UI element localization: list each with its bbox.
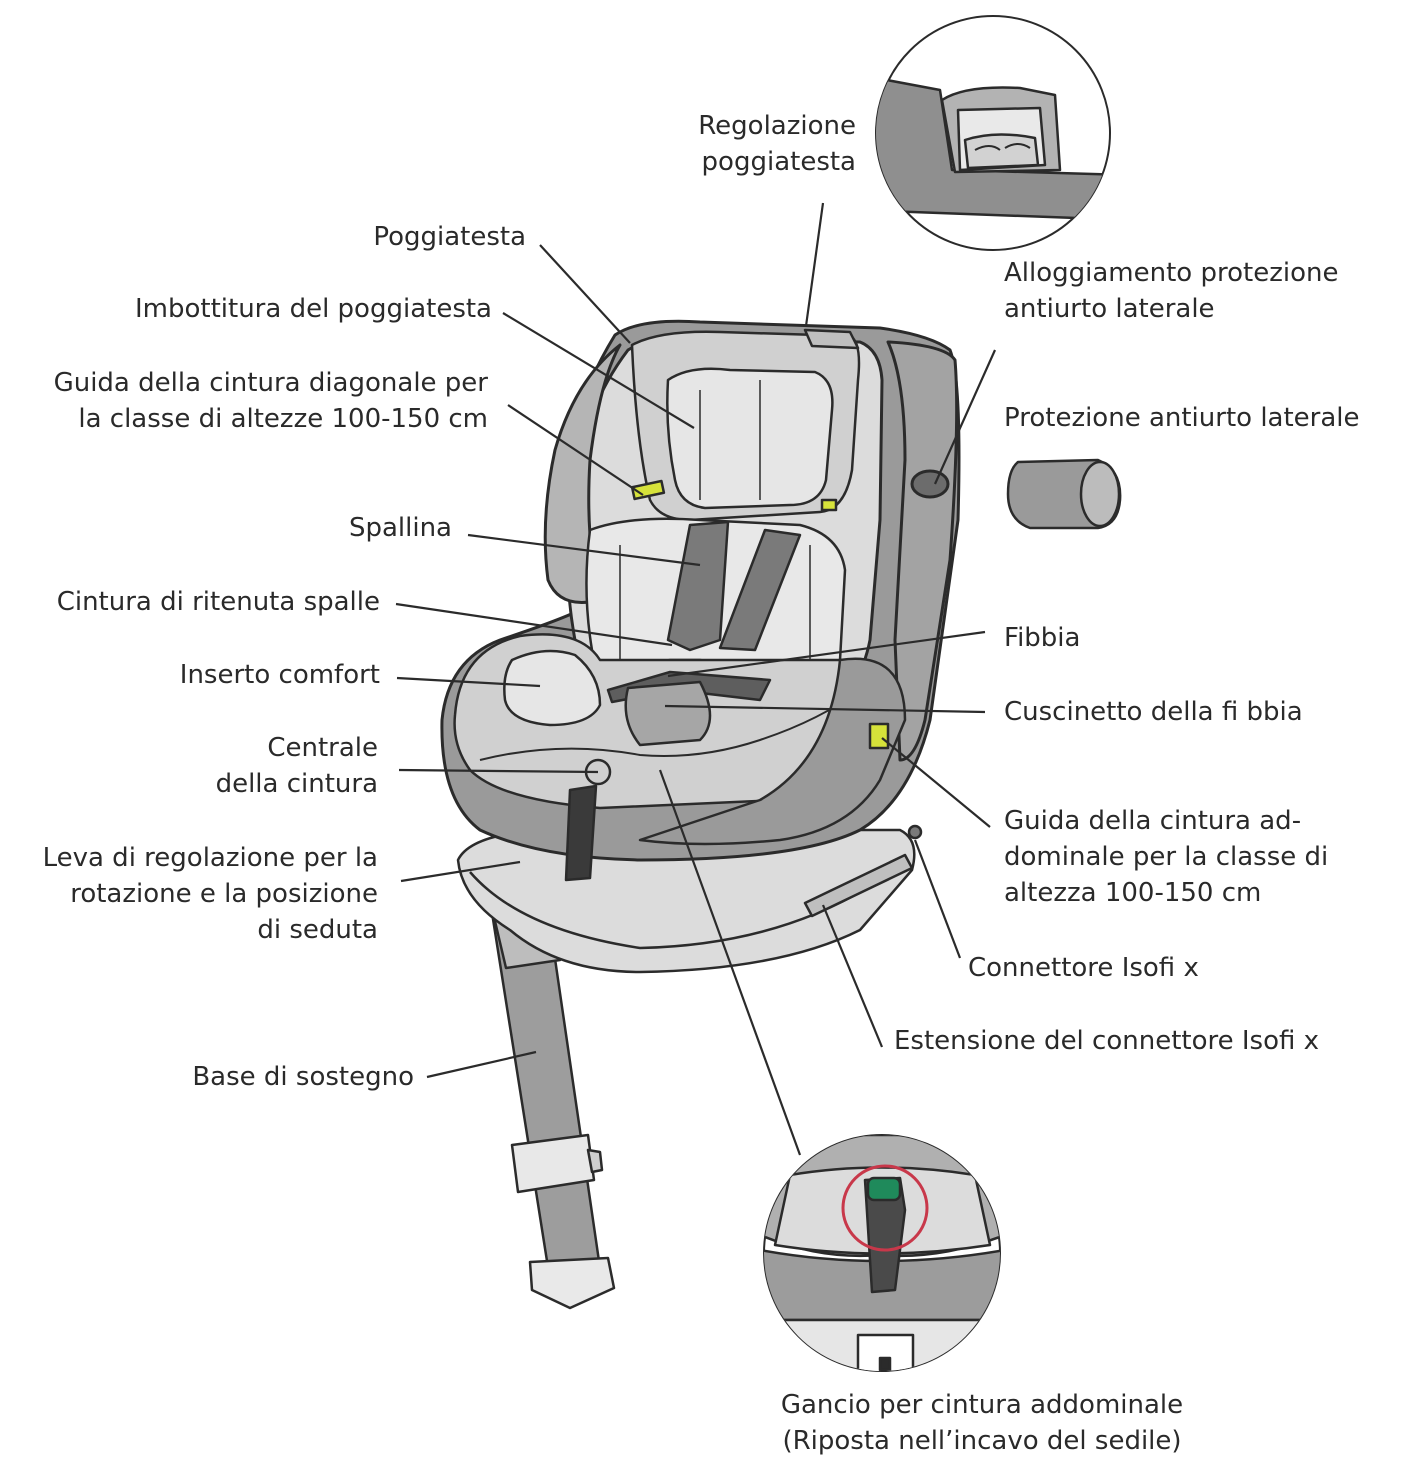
label-buckle-pad: Cuscinetto della fi bbia bbox=[1004, 694, 1384, 730]
label-line: Imbottitura del poggiatesta bbox=[134, 294, 492, 324]
label-support-base: Base di sostegno bbox=[120, 1059, 414, 1095]
label-side-impact-protector: Protezione antiurto laterale bbox=[1004, 400, 1400, 436]
label-line: Leva di regolazione per la bbox=[42, 843, 378, 873]
label-line: di seduta bbox=[257, 915, 378, 945]
label-line: Base di sostegno bbox=[192, 1062, 414, 1092]
label-line: Cintura di ritenuta spalle bbox=[56, 587, 380, 617]
label-line: Poggiatesta bbox=[373, 222, 526, 252]
label-line: dominale per la classe di bbox=[1004, 842, 1329, 872]
label-line: Alloggiamento protezione bbox=[1004, 258, 1339, 288]
lap-belt-hook-inset bbox=[763, 1134, 1001, 1372]
label-line: (Riposta nell’incavo del sedile) bbox=[782, 1426, 1182, 1456]
label-isofix-extension: Estensione del connettore Isofi x bbox=[894, 1023, 1374, 1059]
label-side-impact-housing: Alloggiamento protezione antiurto latera… bbox=[1004, 255, 1394, 327]
label-isofix-connector: Connettore Isofi x bbox=[968, 950, 1268, 986]
label-line: Cuscinetto della fi bbia bbox=[1004, 697, 1303, 727]
headrest-adjust-inset bbox=[875, 15, 1111, 251]
label-line: Protezione antiurto laterale bbox=[1004, 403, 1360, 433]
label-lap-belt-hook: Gancio per cintura addominale (Riposta n… bbox=[742, 1387, 1222, 1459]
headrest bbox=[630, 328, 861, 522]
label-line: Guida della cintura diagonale per bbox=[53, 368, 488, 398]
leader-lines bbox=[395, 202, 997, 1156]
label-line: altezza 100-150 cm bbox=[1004, 878, 1262, 908]
label-line: Inserto comfort bbox=[179, 660, 380, 690]
label-headrest-padding: Imbottitura del poggiatesta bbox=[60, 291, 492, 327]
label-line: Fibbia bbox=[1004, 623, 1081, 653]
label-shoulder-pad: Spallina bbox=[252, 510, 452, 546]
label-line: Estensione del connettore Isofi x bbox=[894, 1026, 1320, 1056]
label-line: Connettore Isofi x bbox=[968, 953, 1199, 983]
label-line: della cintura bbox=[215, 769, 378, 799]
label-buckle: Fibbia bbox=[1004, 620, 1204, 656]
label-line: Regolazione bbox=[698, 111, 856, 141]
label-line: Spallina bbox=[348, 513, 452, 543]
label-shoulder-belt: Cintura di ritenuta spalle bbox=[4, 584, 380, 620]
label-headrest: Poggiatesta bbox=[300, 219, 526, 255]
label-line: la classe di altezze 100-150 cm bbox=[78, 404, 488, 434]
label-line: Centrale bbox=[267, 733, 378, 763]
label-line: poggiatesta bbox=[701, 147, 856, 177]
label-headrest-adjustment: Regolazione poggiatesta bbox=[660, 108, 856, 180]
label-diagonal-belt-guide: Guida della cintura diagonale per la cla… bbox=[4, 365, 488, 437]
label-central-belt: Centrale della cintura bbox=[140, 730, 378, 802]
label-line: Guida della cintura ad- bbox=[1004, 806, 1302, 836]
label-lap-belt-guide: Guida della cintura ad- dominale per la … bbox=[1004, 803, 1394, 911]
label-line: Gancio per cintura addominale bbox=[780, 1390, 1184, 1420]
label-line: antiurto laterale bbox=[1004, 294, 1215, 324]
label-line: rotazione e la posizione bbox=[70, 879, 378, 909]
label-comfort-insert: Inserto comfort bbox=[100, 657, 380, 693]
label-adjust-lever: Leva di regolazione per la rotazione e l… bbox=[4, 840, 378, 948]
side-impact-protector bbox=[1006, 458, 1122, 530]
seat-cushion bbox=[453, 633, 907, 882]
